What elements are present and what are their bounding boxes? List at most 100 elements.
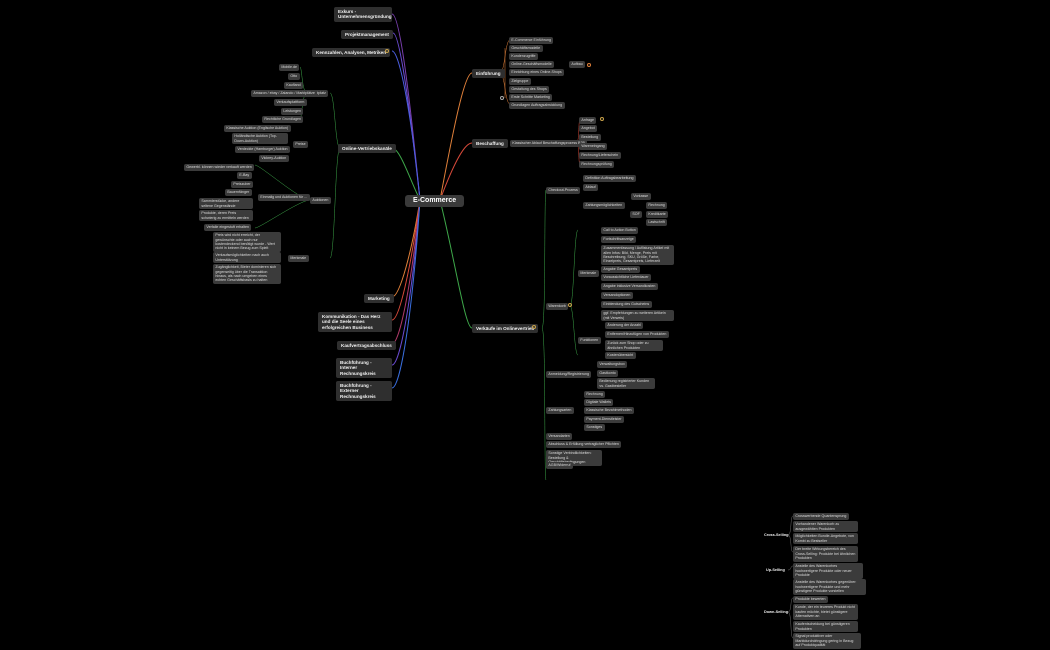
auktion-title[interactable]: Einmalig und Auktionen für ... — [258, 194, 310, 201]
node-buchfuehrung-intern[interactable]: Buchführung - Interner Rechnungskreis — [336, 358, 392, 379]
einfuehrung-item[interactable]: Grundlagen Auftragsabwicklung — [509, 102, 565, 109]
node-funktionen[interactable]: Funktionen — [578, 337, 601, 344]
marktplatz-item[interactable]: Rechtliche Grundlagen — [262, 116, 304, 123]
beschaffung-item[interactable]: Rechnungsprüfung — [579, 161, 615, 168]
merkmale-item[interactable]: Verkaufsmöglichkeiten nach auch Unterstü… — [213, 252, 281, 264]
node-warenkorb[interactable]: Warenkorb — [546, 303, 569, 310]
merkmale-item[interactable]: Zugänglichkeit, Bieter dominieren sich g… — [213, 264, 281, 284]
node-online-vertrieb[interactable]: Online-Vertriebskanäle — [338, 144, 396, 154]
verkaeufe-more[interactable]: AGB/Widerruf — [546, 462, 573, 469]
cross-item[interactable]: Crosswerbende Quantensprung — [793, 513, 849, 520]
up-item[interactable]: Anstelle des Warenkorbes gegenüber: hoch… — [793, 579, 866, 595]
cross-item[interactable]: Vorhandener Warenkorb zu ausgewählten Pr… — [793, 521, 858, 533]
auktion-item[interactable]: Bauernfänger — [225, 189, 252, 196]
preise-item[interactable]: Verdeckte (Hamburger) Auktion — [235, 146, 290, 153]
warenkorb-merkmal[interactable]: Zusammenfassung / Auflistung Artikel mit… — [601, 245, 674, 265]
down-item[interactable]: Signal produktiver oder Marktdurchdringu… — [793, 633, 861, 649]
node-merkmale-auktion[interactable]: Merkmale — [288, 255, 309, 262]
checkout-item[interactable]: Ablauf — [583, 184, 598, 191]
auktion-item[interactable]: Sammlerstücke, andere seltene Gegenständ… — [199, 198, 253, 210]
funktionen-item[interactable]: Entfernen/Hinzufügen von Produkten — [605, 331, 669, 338]
einfuehrung-item[interactable]: Erste Schritte Marketing — [509, 94, 553, 101]
beschaffung-item[interactable]: Anfrage — [579, 117, 597, 124]
marktplatz-item[interactable]: Kaufland — [284, 82, 303, 89]
beschaffung-process[interactable]: Klassischer Ablauf Beschaffungsprozess B… — [510, 140, 588, 147]
central-node[interactable]: E-Commerce — [405, 195, 465, 208]
zahl-item[interactable]: Lastschrift — [646, 219, 668, 226]
einfuehrung-item[interactable]: Geschäftsmodelle — [509, 45, 543, 52]
beschaffung-item[interactable]: Rechnung/Lieferschein — [579, 152, 621, 159]
node-marketing[interactable]: Marketing — [364, 294, 394, 304]
zahlungsarten-item[interactable]: Digitale Wallets — [584, 399, 614, 406]
cross-item[interactable]: Möglichkeiten Bundle-Angebote, von Kombi… — [793, 533, 858, 545]
beschaffung-item[interactable]: Angebot — [579, 125, 598, 132]
warenkorb-merkmal[interactable]: Angabe Gesamtpreis — [601, 266, 640, 273]
node-kaufvertrag[interactable]: Kaufvertragsabschluss — [337, 341, 396, 351]
node-preise[interactable]: Preise — [293, 141, 308, 148]
verkaeufe-more[interactable]: Versandarten — [546, 433, 573, 440]
warenkorb-merkmal[interactable]: ggf. Empfehlungen zu weiteren Artikeln (… — [601, 310, 674, 322]
marktplatz-item[interactable]: Amazon / ebay / Zalando / Marktplätze — [251, 90, 318, 97]
zahl-sofort[interactable]: SOF — [630, 211, 643, 218]
warenkorb-merkmal[interactable]: Angabe inklusive Versandkosten — [601, 283, 658, 290]
einfuehrung-item[interactable]: Einrichtung eines Online-Shops — [509, 69, 565, 76]
einfuehrung-aufbau[interactable]: Aufbau — [569, 61, 586, 68]
warenkorb-merkmal[interactable]: Fortschrittsanzeige — [601, 236, 637, 243]
down-item[interactable]: Kunde, der ein teureres Produkt nicht ka… — [793, 604, 858, 620]
auktion-item[interactable]: Preiszuber — [231, 181, 253, 188]
zahl-item[interactable]: Kreditkarte — [646, 211, 669, 218]
auktion-item[interactable]: Verfalle eingestuft erhalten — [204, 224, 252, 231]
node-marktplatz[interactable]: Marktplatz — [307, 90, 329, 97]
node-kommunikation[interactable]: Kommunikation - Das Herz und die Seele e… — [318, 312, 392, 333]
up-item[interactable]: Produkte bewerten — [793, 596, 828, 603]
node-beschaffung[interactable]: Beschaffung — [472, 139, 508, 149]
verkaeufe-more[interactable]: Abschluss & Erfüllung vertraglicher Pfli… — [546, 441, 622, 448]
node-anmeldung[interactable]: Anmeldung/Registrierung — [546, 371, 592, 378]
einfuehrung-item[interactable]: Gestaltung des Shops — [509, 86, 550, 93]
node-buchfuehrung-extern[interactable]: Buchführung - Externer Rechnungskreis — [336, 381, 392, 402]
node-zahlungsarten[interactable]: Zahlungsarten — [546, 407, 574, 414]
marktplatz-item[interactable]: Otto — [288, 73, 300, 80]
warenkorb-merkmal[interactable]: Voraussichtliche Lieferdauer — [601, 274, 651, 281]
zahl-item[interactable]: Rechnung — [646, 202, 668, 209]
funktionen-item[interactable]: Kostenübersicht — [605, 352, 636, 359]
einfuehrung-item[interactable]: E-Commerce Einführung — [509, 37, 554, 44]
funktionen-item[interactable]: Zurück zum Shop oder zu ähnlichen Produk… — [605, 340, 663, 352]
warenkorb-merkmal[interactable]: Einblendung des Gutscheins — [601, 301, 652, 308]
anmeldung-item[interactable]: Verwaltungsbox — [597, 361, 628, 368]
preise-item[interactable]: Klassische Auktion (Englische Auktion) — [224, 125, 291, 132]
node-exkurs[interactable]: Exkurs - Unternehmensgründung — [334, 7, 392, 22]
zahlungsarten-item[interactable]: Sonstiges — [584, 424, 605, 431]
warenkorb-merkmal[interactable]: Call to Action Button — [601, 227, 639, 234]
zahlungsarten-item[interactable]: Payment-Dienstleister — [584, 416, 624, 423]
node-verkaeufe[interactable]: Verkäufe im Onlinevertrieb — [472, 324, 539, 334]
auktion-item[interactable]: Produkte, deren Preis schwierig zu ermit… — [199, 210, 253, 222]
zahlungsarten-item[interactable]: Klassische Bezahlmethoden — [584, 407, 634, 414]
zahlungsarten-item[interactable]: Rechnung — [584, 391, 606, 398]
preise-item[interactable]: Holländische Auktion (Top-Down-Auktion) — [232, 133, 288, 145]
einfuehrung-item[interactable]: Online-Geschäftsmodelle — [509, 61, 555, 68]
preise-item[interactable]: Vickrey-Auktion — [259, 155, 289, 162]
down-item[interactable]: Kaufentscheidung bei günstigeren Produkt… — [793, 621, 858, 633]
anmeldung-item[interactable]: Gastkonto — [597, 370, 619, 377]
beschaffung-item[interactable]: Bestellung — [579, 134, 601, 141]
einfuehrung-item[interactable]: Zielgruppe — [509, 78, 531, 85]
checkout-item[interactable]: Zahlungsmöglichkeiten — [583, 202, 625, 209]
up-item[interactable]: Anstelle des Warenkorbes hochwertigere P… — [793, 563, 863, 579]
zahl-item[interactable]: Vorkasse — [631, 193, 651, 200]
node-checkout[interactable]: Checkout-Prozess — [546, 187, 581, 194]
auktion-item[interactable]: Gewerbl. können wieder verkauft werden — [184, 164, 255, 171]
auktion-item[interactable]: E-Bay — [237, 172, 252, 179]
merkmale-item[interactable]: Preis wird nicht erreicht, der gewünscht… — [213, 232, 281, 252]
node-einfuehrung[interactable]: Einführung — [472, 69, 505, 79]
cross-item[interactable]: Der breite Wirkungsbereich des Cross-Sel… — [793, 546, 858, 562]
node-auktionen[interactable]: Auktionen — [310, 197, 331, 204]
anmeldung-item[interactable]: Bedienung registrierter Kunden vs. Gastb… — [597, 378, 655, 390]
checkout-item[interactable]: Definition Auftragsbearbeitung — [583, 175, 636, 182]
node-projektmanagement[interactable]: Projektmanagement — [341, 30, 393, 40]
node-kennzahlen[interactable]: Kennzahlen, Analysen, Metriken — [312, 48, 391, 58]
marktplatz-item[interactable]: Mobile.de — [279, 64, 300, 71]
funktionen-item[interactable]: Änderung der Anzahl — [605, 322, 644, 329]
node-merkmale-warenkorb[interactable]: Merkmale — [578, 270, 599, 277]
